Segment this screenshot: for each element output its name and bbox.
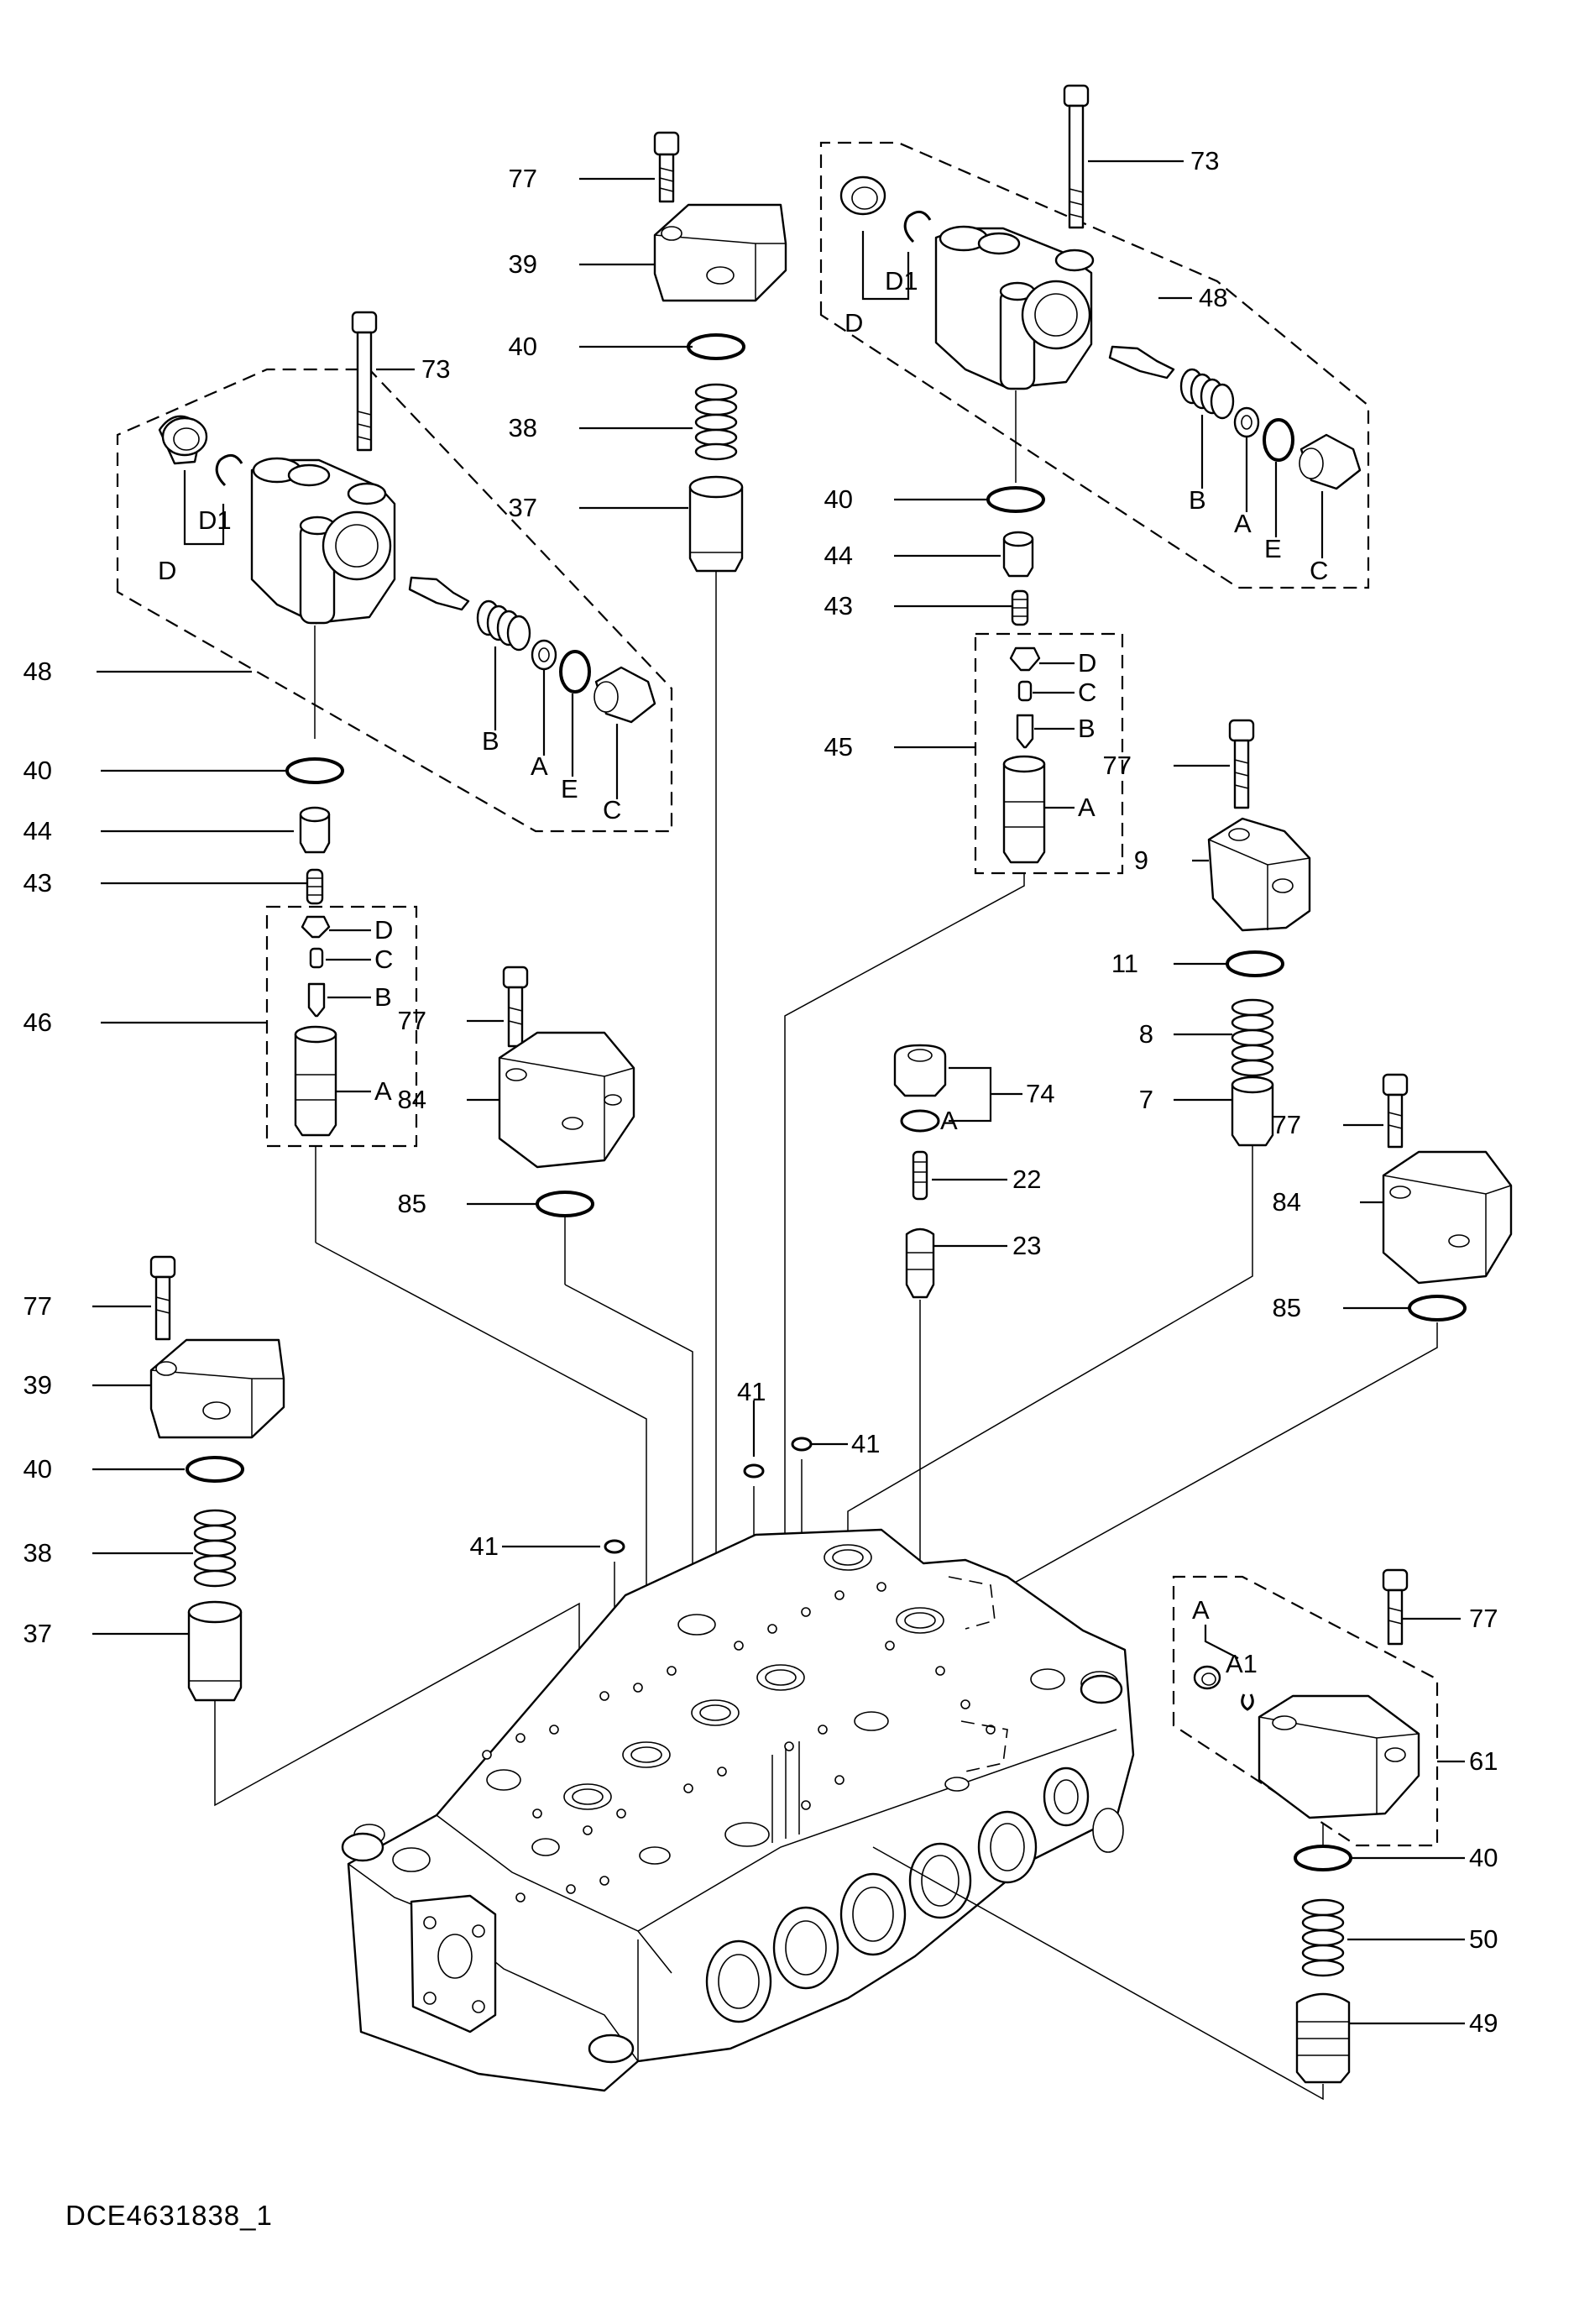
- callout-c49: 49: [1469, 2008, 1498, 2038]
- callout-c85_m: 85: [398, 1189, 426, 1218]
- right-cover-group-61: [872, 1568, 1465, 2101]
- callout-c61: 61: [1469, 1746, 1498, 1776]
- main-valve-body: [341, 1528, 1135, 2092]
- callout-c41_c: 41: [851, 1429, 880, 1458]
- callout-c40_br: 40: [1469, 1843, 1498, 1872]
- center-right-stack-74: [893, 1044, 1022, 1614]
- bottom-left-stack: [92, 1255, 580, 1807]
- right-stack-9: [847, 719, 1311, 1552]
- callout-c44_r: 44: [824, 541, 853, 570]
- callout-c37_top: 37: [509, 493, 537, 522]
- callout-c9: 9: [1134, 845, 1148, 875]
- callout-c77_m: 77: [398, 1006, 426, 1035]
- callout-c50: 50: [1469, 1924, 1498, 1954]
- callout-c48_r: 48: [1199, 283, 1227, 312]
- callout-cB_l: B: [482, 726, 499, 756]
- middle-cover-84: [467, 966, 693, 1700]
- callout-c45_A: A: [1078, 793, 1096, 822]
- right-valve-group-48: [819, 84, 1370, 589]
- callout-c22: 22: [1012, 1165, 1041, 1194]
- callout-cC_r: C: [1310, 556, 1328, 585]
- callout-c37_bl: 37: [24, 1619, 52, 1648]
- callout-c41_b: 41: [737, 1377, 766, 1406]
- callout-c45_D: D: [1078, 648, 1096, 678]
- callout-c61_A: A: [1192, 1595, 1210, 1625]
- callout-cA_r: A: [1234, 509, 1252, 538]
- callout-c7: 7: [1139, 1085, 1153, 1114]
- callout-c40_l: 40: [24, 756, 52, 785]
- callout-c45_B: B: [1078, 714, 1096, 743]
- callout-c77_br: 77: [1469, 1604, 1498, 1633]
- callout-c8: 8: [1139, 1019, 1153, 1049]
- callout-c46_B: B: [374, 982, 392, 1012]
- callout-c46_D: D: [374, 915, 393, 945]
- callout-c74: 74: [1026, 1079, 1054, 1108]
- callout-cD_r: D: [845, 308, 863, 338]
- callout-cD1_l: D1: [198, 505, 232, 535]
- callout-c46: 46: [24, 1008, 52, 1037]
- callout-cA_l: A: [531, 751, 548, 781]
- callout-c74_A: A: [940, 1106, 958, 1135]
- callout-c46_A: A: [374, 1076, 392, 1106]
- callout-c44_l: 44: [24, 816, 52, 845]
- callout-c77_r3: 77: [1273, 1110, 1301, 1139]
- callout-c41_a: 41: [470, 1531, 499, 1561]
- reference-code: DCE4631838_1: [65, 2200, 273, 2231]
- callout-cC_l: C: [603, 795, 621, 824]
- callout-cD_l: D: [158, 556, 176, 585]
- callout-c38_bl: 38: [24, 1538, 52, 1568]
- callout-c11: 11: [1111, 949, 1138, 978]
- callout-c84_m: 84: [398, 1085, 426, 1114]
- top-center-stack: [579, 131, 787, 1713]
- callout-cE_r: E: [1264, 534, 1282, 563]
- callout-c43_l: 43: [24, 868, 52, 898]
- callout-c73_r: 73: [1190, 146, 1219, 175]
- callout-c39_bl: 39: [24, 1370, 52, 1400]
- callout-c40_bl: 40: [24, 1454, 52, 1484]
- callout-c73_l: 73: [421, 354, 450, 384]
- callout-c77_bl: 77: [24, 1291, 52, 1321]
- callout-c46_C: C: [374, 945, 393, 974]
- callout-c39_top: 39: [509, 249, 537, 279]
- callout-c43_r: 43: [824, 591, 853, 620]
- callout-c40_r: 40: [824, 484, 853, 514]
- callout-c84_r: 84: [1273, 1187, 1301, 1217]
- callout-cD1_r: D1: [885, 266, 918, 296]
- callout-c23: 23: [1012, 1231, 1041, 1260]
- right-stack-lower: [894, 486, 1045, 626]
- callout-c85_r: 85: [1273, 1293, 1301, 1322]
- callout-c77_r2: 77: [1103, 751, 1132, 780]
- left-valve-group-48: [97, 311, 673, 833]
- right-cartridge-group-45: [784, 632, 1124, 1667]
- callout-c38_top: 38: [509, 413, 537, 442]
- callout-c48_l: 48: [24, 657, 52, 686]
- left-stack-lower: [101, 757, 344, 905]
- callout-c45_C: C: [1078, 678, 1096, 707]
- callout-c40_top: 40: [509, 332, 537, 361]
- callout-cE_l: E: [561, 774, 578, 803]
- callout-c77_top: 77: [509, 164, 537, 193]
- callout-c45: 45: [824, 732, 853, 762]
- callout-cB_r: B: [1189, 485, 1206, 515]
- callout-c61_A1: A1: [1226, 1649, 1258, 1678]
